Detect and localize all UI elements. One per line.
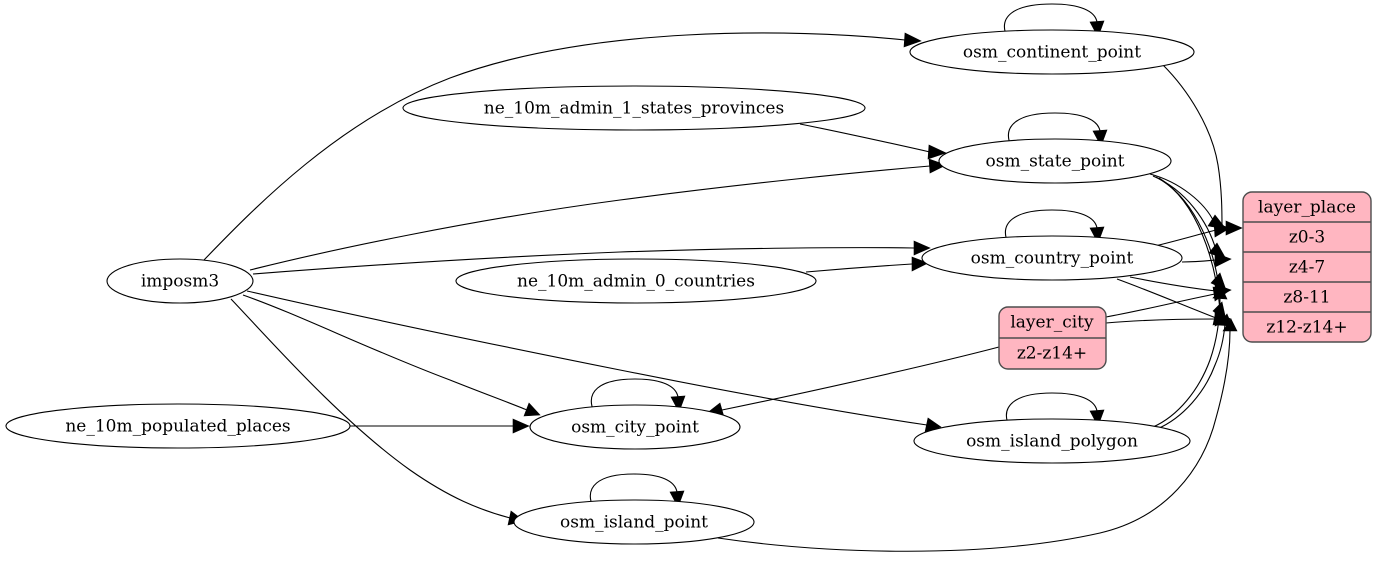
self-loop-osm-island-point bbox=[589, 473, 685, 508]
edge-ne10m-admin0-to-osm-country-point bbox=[805, 256, 929, 273]
record-layer-place-row-z8-11[interactable]: z8-11 bbox=[1283, 288, 1330, 308]
self-loop-osm-continent-point bbox=[1004, 3, 1105, 38]
edge-osm-continent-point-to-layer-place-z0-3 bbox=[1162, 64, 1243, 236]
edge-layer-city-to-layer-place-z12-z14 bbox=[1105, 311, 1232, 327]
edge-ne10m-populated-to-osm-city-point bbox=[350, 418, 530, 434]
node-osm-continent-point[interactable]: osm_continent_point bbox=[909, 29, 1195, 75]
edge-osm-country-point-to-layer-place-z4-7 bbox=[1181, 252, 1232, 268]
node-osm-city-point[interactable]: osm_city_point bbox=[529, 404, 741, 450]
node-osm-continent-point-label: osm_continent_point bbox=[963, 43, 1141, 63]
self-loop-osm-island-polygon bbox=[1005, 392, 1105, 427]
node-ne-10m-admin-0-countries[interactable]: ne_10m_admin_0_countries bbox=[455, 258, 817, 304]
edge-osm-country-point-to-layer-place-z0-3 bbox=[1154, 222, 1231, 247]
record-layer-city-row-z2-z14[interactable]: z2-z14+ bbox=[1017, 344, 1087, 364]
record-layer-city-header: layer_city bbox=[1010, 313, 1094, 333]
record-layer-place-header: layer_place bbox=[1258, 198, 1356, 218]
node-layer: imposm3 ne_10m_admin_1_states_provinces … bbox=[5, 29, 1195, 545]
record-layer: layer_place z0-3 z4-7 z8-11 z12-z14+ lay… bbox=[998, 191, 1372, 370]
edge-osm-country-point-to-layer-place-z12-z14 bbox=[1116, 278, 1231, 326]
node-osm-city-point-label: osm_city_point bbox=[571, 418, 699, 438]
node-imposm3[interactable]: imposm3 bbox=[106, 258, 254, 304]
record-layer-place-row-z4-7[interactable]: z4-7 bbox=[1289, 258, 1325, 278]
node-osm-island-polygon-label: osm_island_polygon bbox=[966, 432, 1138, 452]
node-osm-island-point-label: osm_island_point bbox=[560, 513, 708, 533]
edge-imposm3-to-osm-state-point bbox=[249, 158, 947, 271]
self-loop-osm-city-point bbox=[590, 378, 686, 413]
edge-osm-island-point-to-layer-place-z12-z14 bbox=[717, 318, 1238, 552]
node-ne-10m-populated-places-label: ne_10m_populated_places bbox=[65, 417, 290, 437]
edge-imposm3-to-osm-city-point bbox=[242, 294, 541, 417]
node-ne-10m-admin-0-countries-label: ne_10m_admin_0_countries bbox=[517, 272, 755, 292]
edge-imposm3-to-osm-continent-point bbox=[203, 32, 922, 261]
node-osm-island-polygon[interactable]: osm_island_polygon bbox=[913, 418, 1191, 464]
edge-ne10m-admin1-to-osm-state-point bbox=[799, 123, 947, 160]
self-loop-osm-state-point bbox=[1007, 112, 1108, 147]
edge-imposm3-to-osm-country-point bbox=[252, 240, 931, 275]
edge-layer-city-to-osm-city-point bbox=[705, 346, 1000, 418]
edge-layer-city-to-layer-place-z8-11 bbox=[1105, 286, 1231, 318]
node-osm-state-point-label: osm_state_point bbox=[986, 152, 1125, 172]
node-osm-country-point-label: osm_country_point bbox=[971, 249, 1134, 269]
record-layer-place-row-z12-z14[interactable]: z12-z14+ bbox=[1266, 318, 1347, 338]
node-osm-country-point[interactable]: osm_country_point bbox=[921, 235, 1183, 281]
node-imposm3-label: imposm3 bbox=[141, 272, 219, 292]
node-osm-island-point[interactable]: osm_island_point bbox=[513, 499, 755, 545]
edge-layer bbox=[203, 3, 1243, 552]
edge-osm-island-polygon-to-layer-place-z12-z14 bbox=[1156, 313, 1233, 430]
node-osm-state-point[interactable]: osm_state_point bbox=[938, 138, 1172, 184]
node-ne-10m-populated-places[interactable]: ne_10m_populated_places bbox=[5, 403, 351, 449]
node-ne-10m-admin-1-states-provinces-label: ne_10m_admin_1_states_provinces bbox=[484, 99, 784, 119]
self-loop-osm-country-point bbox=[1004, 209, 1105, 244]
record-layer-place-row-z0-3[interactable]: z0-3 bbox=[1289, 228, 1325, 248]
node-ne-10m-admin-1-states-provinces[interactable]: ne_10m_admin_1_states_provinces bbox=[402, 85, 866, 131]
record-layer-place[interactable]: layer_place z0-3 z4-7 z8-11 z12-z14+ bbox=[1242, 191, 1372, 343]
edge-osm-island-polygon-to-layer-place-z8-11 bbox=[1152, 287, 1228, 428]
record-layer-city[interactable]: layer_city z2-z14+ bbox=[998, 306, 1107, 370]
